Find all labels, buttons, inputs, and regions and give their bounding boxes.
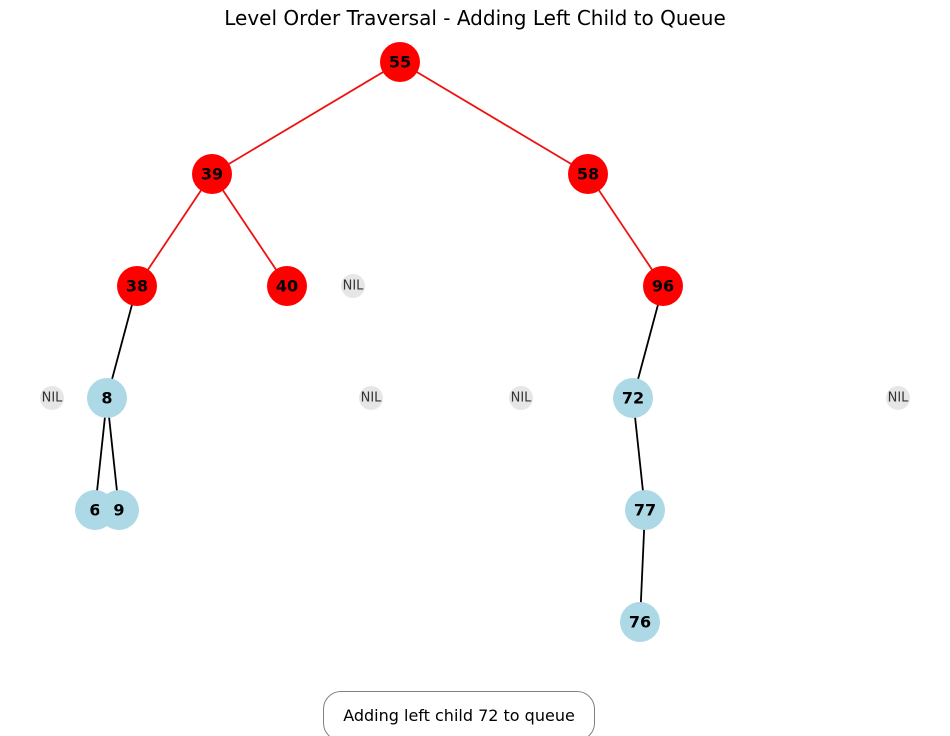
nil-label: NIL <box>888 391 910 406</box>
tree-node-55: 55 <box>380 42 420 82</box>
tree-node-9: 9 <box>99 490 139 530</box>
status-message: Adding left child 72 to queue <box>323 691 595 736</box>
node-label: 76 <box>629 613 651 632</box>
node-label: 55 <box>389 53 411 72</box>
edges-layer <box>94 61 664 623</box>
edge-39-38 <box>136 173 213 287</box>
node-label: 40 <box>276 277 298 296</box>
nil-label: NIL <box>511 391 533 406</box>
node-circle <box>643 266 683 306</box>
nil-node-circle <box>40 386 64 410</box>
node-circle <box>99 490 139 530</box>
node-circle <box>625 490 665 530</box>
nil-node-circle <box>341 274 365 298</box>
edge-55-39 <box>211 61 401 175</box>
node-label: 6 <box>89 501 100 520</box>
nil-node: NIL <box>359 386 383 410</box>
node-circle <box>117 266 157 306</box>
tree-node-39: 39 <box>192 154 232 194</box>
nil-node: NIL <box>341 274 365 298</box>
tree-node-38: 38 <box>117 266 157 306</box>
nil-label: NIL <box>343 279 365 294</box>
node-circle <box>568 154 608 194</box>
tree-node-58: 58 <box>568 154 608 194</box>
nil-node: NIL <box>886 386 910 410</box>
nil-node: NIL <box>40 386 64 410</box>
node-circle <box>192 154 232 194</box>
node-circle <box>87 378 127 418</box>
diagram-title: Level Order Traversal - Adding Left Chil… <box>224 6 726 30</box>
node-label: 38 <box>126 277 148 296</box>
node-label: 72 <box>622 389 644 408</box>
tree-node-8: 8 <box>87 378 127 418</box>
node-label: 39 <box>201 165 223 184</box>
nil-node-circle <box>359 386 383 410</box>
nil-label: NIL <box>42 391 64 406</box>
edge-39-40 <box>211 173 288 287</box>
node-label: 77 <box>634 501 656 520</box>
edge-55-58 <box>399 61 589 175</box>
node-label: 58 <box>577 165 599 184</box>
node-circle <box>620 602 660 642</box>
tree-node-76: 76 <box>620 602 660 642</box>
tree-node-77: 77 <box>625 490 665 530</box>
nil-node-circle <box>509 386 533 410</box>
tree-node-40: 40 <box>267 266 307 306</box>
node-label: 9 <box>113 501 124 520</box>
nil-node: NIL <box>509 386 533 410</box>
edge-58-96 <box>587 173 664 287</box>
node-label: 8 <box>101 389 112 408</box>
tree-node-72: 72 <box>613 378 653 418</box>
tree-node-96: 96 <box>643 266 683 306</box>
node-circle <box>267 266 307 306</box>
node-circle <box>380 42 420 82</box>
nil-label: NIL <box>361 391 383 406</box>
node-label: 96 <box>652 277 674 296</box>
node-circle <box>613 378 653 418</box>
nil-node-circle <box>886 386 910 410</box>
